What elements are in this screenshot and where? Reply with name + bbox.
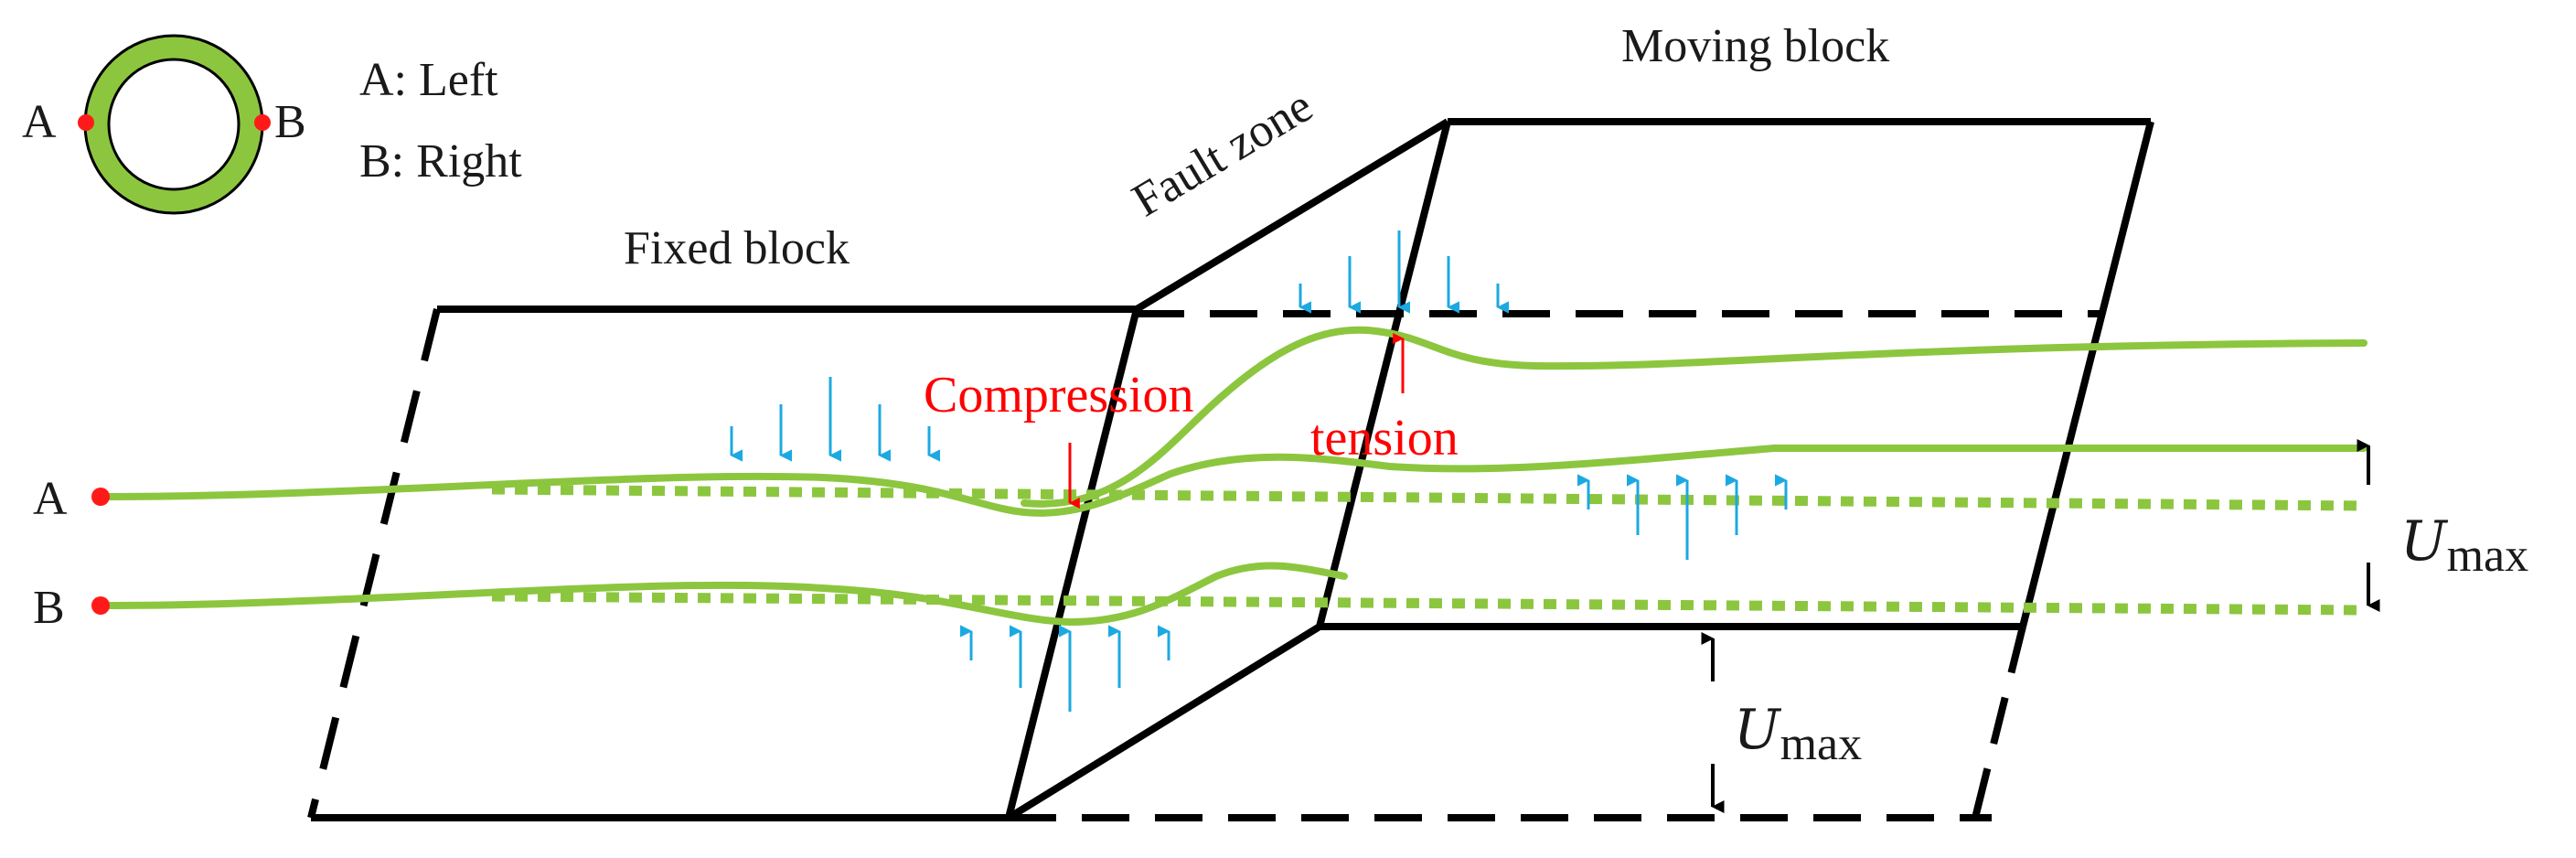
line-a-end-dot (91, 488, 110, 506)
pipe-ring-outline-inner (107, 58, 240, 191)
point-a-dot (78, 114, 94, 131)
legend-desc-a: A: Left (359, 54, 498, 106)
legend-marker-a: A (22, 96, 57, 148)
load-arrows-fault-bottom (959, 625, 1170, 712)
load-arrows-fault-top (1299, 231, 1510, 314)
deformed-pipe-lines (97, 326, 2368, 627)
pipe-line-a (97, 444, 2368, 517)
line-b-label: B (33, 582, 65, 634)
fault-zone-label: Fault zone (1124, 80, 1321, 227)
line-b-end-dot (91, 596, 110, 615)
line-a-label: A (33, 473, 68, 525)
fault-zone (1005, 118, 1451, 821)
pipe-line-b (97, 562, 1348, 627)
point-b-dot (254, 114, 271, 131)
undeformed-pipe-lines (491, 484, 2365, 616)
fixed-block-label: Fixed block (624, 222, 850, 274)
moving-block-label: Moving block (1621, 20, 1889, 72)
moving-block (1009, 118, 2154, 821)
pipe-cross-section-legend: A B A: Left B: Right (22, 34, 522, 215)
fixed-block (307, 306, 1137, 821)
umax-label-right: Umax (2400, 509, 2528, 582)
legend-desc-b: B: Right (359, 135, 522, 188)
compression-label: Compression (924, 367, 1194, 424)
load-arrows-fixed-top (730, 377, 941, 462)
load-arrows-moving-mid (1577, 474, 1788, 560)
umax-label-bottom: Umax (1734, 698, 1862, 770)
legend-marker-b: B (274, 96, 306, 148)
tension-label: tension (1310, 410, 1459, 467)
pipe-ring-outline-outer (83, 34, 264, 215)
pipe-ring-icon (85, 36, 262, 213)
pipe-line-upper (1021, 326, 2368, 508)
